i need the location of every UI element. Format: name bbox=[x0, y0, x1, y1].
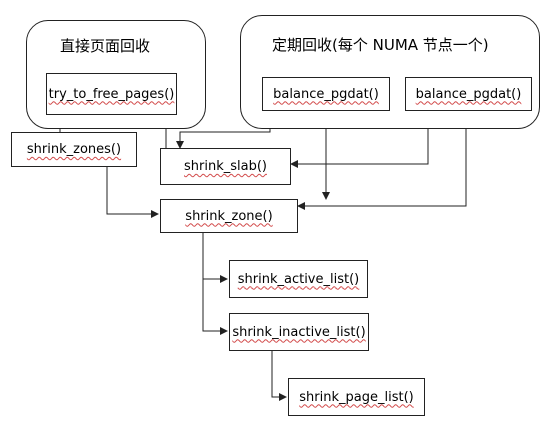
periodic-reclaim-title: 定期回收(每个 NUMA 节点一个) bbox=[272, 36, 489, 54]
balance-pgdat-node-1: balance_pgdat() bbox=[262, 77, 390, 111]
shrink-page-list-label: shrink_page_list() bbox=[299, 389, 414, 405]
shrink-zone-label: shrink_zone() bbox=[185, 208, 273, 224]
try-to-free-pages-node: try_to_free_pages() bbox=[46, 73, 177, 115]
try-to-free-pages-label: try_to_free_pages() bbox=[48, 86, 175, 102]
shrink-zones-label: shrink_zones() bbox=[26, 142, 122, 157]
periodic-reclaim-group: 定期回收(每个 NUMA 节点一个) bbox=[240, 15, 540, 129]
shrink-active-list-node: shrink_active_list() bbox=[229, 260, 368, 298]
shrink-inactive-list-node: shrink_inactive_list() bbox=[229, 313, 369, 351]
shrink-active-list-label: shrink_active_list() bbox=[237, 271, 360, 287]
balance-pgdat-label-1: balance_pgdat() bbox=[273, 86, 379, 102]
shrink-zones-node: shrink_zones() bbox=[11, 132, 137, 167]
shrink-page-list-node: shrink_page_list() bbox=[288, 378, 425, 416]
shrink-zone-node: shrink_zone() bbox=[160, 199, 298, 233]
balance-pgdat-label-2: balance_pgdat() bbox=[415, 86, 522, 102]
balance-pgdat-node-2: balance_pgdat() bbox=[405, 77, 532, 111]
shrink-slab-label: shrink_slab() bbox=[184, 159, 267, 174]
shrink-slab-node: shrink_slab() bbox=[160, 148, 291, 185]
direct-reclaim-title: 直接页面回收 bbox=[60, 37, 151, 55]
shrink-inactive-list-label: shrink_inactive_list() bbox=[232, 324, 366, 340]
